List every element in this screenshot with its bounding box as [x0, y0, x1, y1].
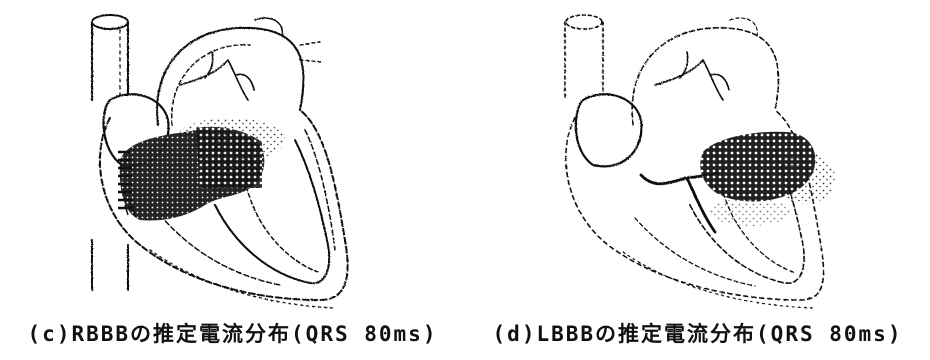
figure-caption-rbbb: (c)RBBBの推定電流分布(QRS 80ms): [0, 318, 465, 348]
heart-rbbb-diagram: [0, 0, 465, 315]
current-distribution-lbbb: [700, 132, 835, 226]
figure-panel-lbbb: (d)LBBBの推定電流分布(QRS 80ms): [465, 0, 930, 360]
figure-caption-lbbb: (d)LBBBの推定電流分布(QRS 80ms): [465, 318, 930, 348]
current-distribution-rbbb: [118, 118, 285, 220]
figure-panel-rbbb: (c)RBBBの推定電流分布(QRS 80ms): [0, 0, 465, 360]
heart-lbbb-diagram: [465, 0, 930, 315]
